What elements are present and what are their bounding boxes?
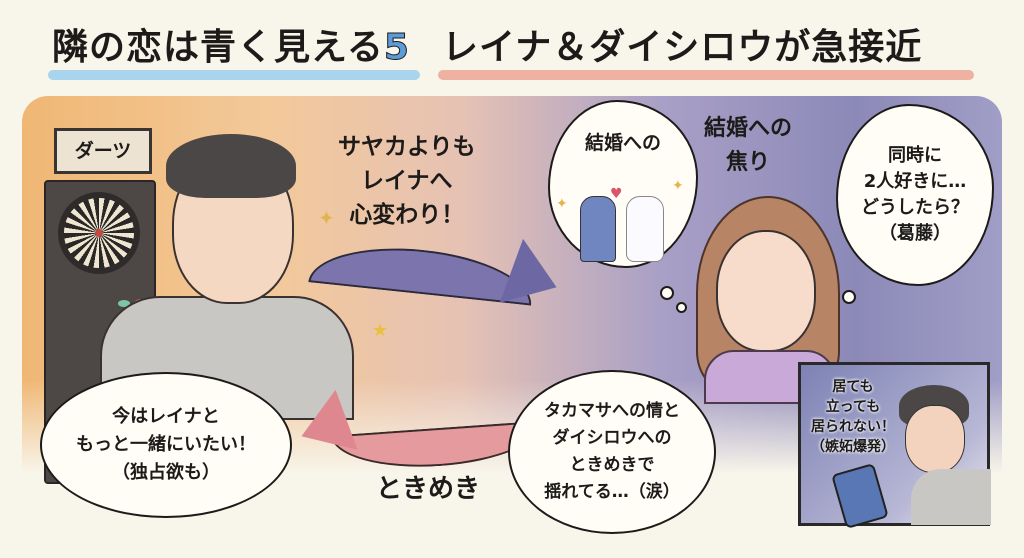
woman-face bbox=[716, 230, 816, 352]
series-name: 隣の恋は青く見える bbox=[52, 27, 384, 68]
inset-man-face bbox=[905, 405, 965, 473]
arrow-bottom-label: ときめき bbox=[376, 474, 481, 504]
title-underline-blue bbox=[48, 70, 420, 80]
episode-number: 5 bbox=[383, 27, 410, 69]
man-speech-text: 今はレイナと もっと一緒にいたい！ （独占欲も） bbox=[76, 406, 256, 483]
sparkle-icon: ✦ bbox=[672, 178, 684, 194]
episode-subtitle: レイナ＆ダイシロウが急接近 bbox=[442, 27, 923, 68]
thought-dot bbox=[660, 286, 674, 300]
arrow-top-label: サヤカよりも レイナへ 心変わり！ bbox=[338, 134, 476, 228]
man-speech-bubble: 今はレイナと もっと一緒にいたい！ （独占欲も） bbox=[40, 372, 292, 518]
wedding-thought-text: 結婚への bbox=[584, 132, 661, 154]
title-row: 隣の恋は青く見える5 レイナ＆ダイシロウが急接近 bbox=[0, 18, 1024, 80]
darts-sign: ダーツ bbox=[54, 128, 152, 174]
bride-figure bbox=[626, 196, 664, 262]
sparkle-icon: ✦ bbox=[318, 206, 335, 230]
wedding-thought-bubble: 結婚への bbox=[548, 100, 698, 268]
inset-caption: 居ても 立っても 居られない！ （嫉妬爆発） bbox=[811, 379, 895, 455]
groom-figure bbox=[580, 196, 616, 262]
conflict-thought-bubble: 同時に 2人好きに… どうしたら？ （葛藤） bbox=[836, 104, 994, 286]
thought-dot bbox=[842, 290, 856, 304]
inset-man-shirt bbox=[911, 469, 991, 525]
machine-button-green bbox=[118, 300, 130, 307]
star-icon: ★ bbox=[372, 320, 389, 341]
woman-speech-bubble: タカマサへの情と ダイシロウへの ときめきで 揺れてる…（涙） bbox=[508, 370, 716, 534]
title-underline-red bbox=[438, 70, 974, 80]
heart-icon: ♥ bbox=[610, 186, 623, 202]
thought-dot bbox=[676, 302, 687, 313]
series-title: 隣の恋は青く見える5 bbox=[52, 18, 410, 70]
man-hair bbox=[166, 134, 296, 198]
conflict-thought-text: 同時に 2人好きに… どうしたら？ （葛藤） bbox=[861, 145, 969, 244]
sparkle-icon: ✦ bbox=[556, 196, 568, 212]
inset-panel-jealous: 居ても 立っても 居られない！ （嫉妬爆発） bbox=[798, 362, 991, 526]
woman-speech-text: タカマサへの情と ダイシロウへの ときめきで 揺れてる…（涙） bbox=[544, 401, 680, 502]
dartboard-icon bbox=[58, 192, 140, 274]
woman-caption: 結婚への 焦り bbox=[704, 116, 793, 175]
